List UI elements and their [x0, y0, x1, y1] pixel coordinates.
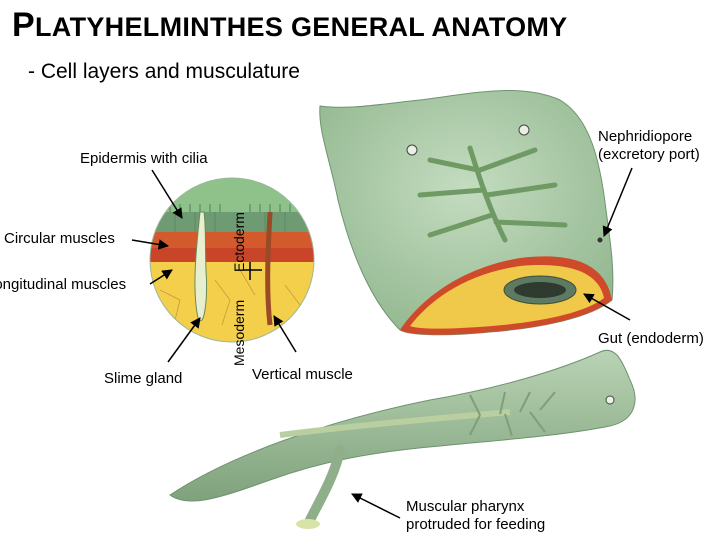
mesoderm-label: Mesoderm	[231, 300, 247, 366]
nephridiopore-label-line2: (excretory port)	[598, 146, 700, 164]
pharynx-label-line1: Muscular pharynx	[406, 498, 545, 516]
longitudinal-muscles-label: Longitudinal muscles	[0, 276, 126, 294]
slime-gland-label: Slime gland	[104, 370, 182, 388]
pharynx-label: Muscular pharynx protruded for feeding	[406, 498, 545, 534]
circular-muscles-label: Circular muscles	[4, 230, 115, 248]
nephridiopore-pointer	[604, 168, 632, 236]
gut-label: Gut (endoderm)	[598, 330, 704, 348]
pharynx-pointer	[352, 494, 400, 518]
flatworm-body-section	[320, 90, 613, 334]
nephridiopore-label: Nephridiopore (excretory port)	[598, 128, 700, 164]
ectoderm-label: Ectoderm	[231, 212, 247, 272]
vertical-muscle-label: Vertical muscle	[252, 366, 353, 384]
nephridiopore-label-line1: Nephridiopore	[598, 128, 700, 146]
flatworm-whole-body	[170, 350, 635, 529]
pharynx-label-line2: protruded for feeding	[406, 516, 545, 534]
epidermis-label: Epidermis with cilia	[80, 150, 208, 168]
